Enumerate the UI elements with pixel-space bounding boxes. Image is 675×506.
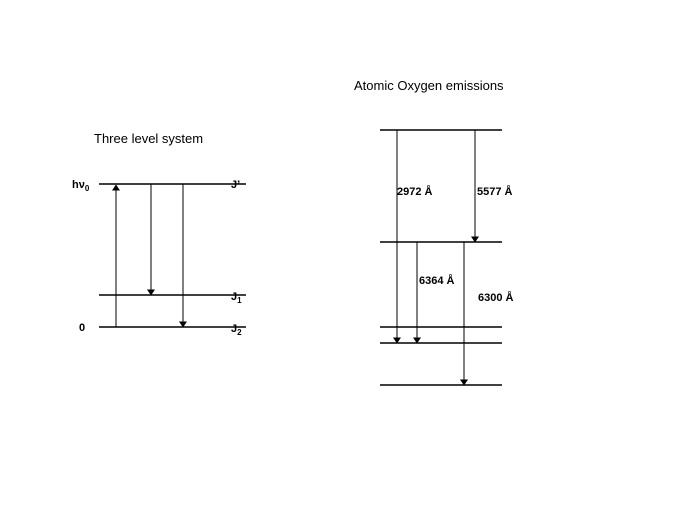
three-level-system: Three level system hν0 0 J’ J1 J2 — [72, 131, 246, 337]
oxygen-title: Atomic Oxygen emissions — [354, 78, 504, 93]
transition-label-6300: 6300 Å — [478, 291, 514, 304]
three-level-title: Three level system — [94, 131, 203, 146]
label-hv0: hν0 — [72, 179, 90, 193]
label-zero: 0 — [79, 322, 85, 334]
transition-label-2972: 2972 Å — [397, 185, 433, 198]
label-j1: J1 — [231, 291, 242, 305]
transition-label-5577: 5577 Å — [477, 185, 513, 198]
atomic-oxygen-diagram: Atomic Oxygen emissions 2972 Å 5577 Å 63… — [354, 78, 514, 386]
transition-label-6364: 6364 Å — [419, 274, 455, 287]
label-j-prime: J’ — [231, 179, 240, 191]
label-j2: J2 — [231, 323, 242, 337]
